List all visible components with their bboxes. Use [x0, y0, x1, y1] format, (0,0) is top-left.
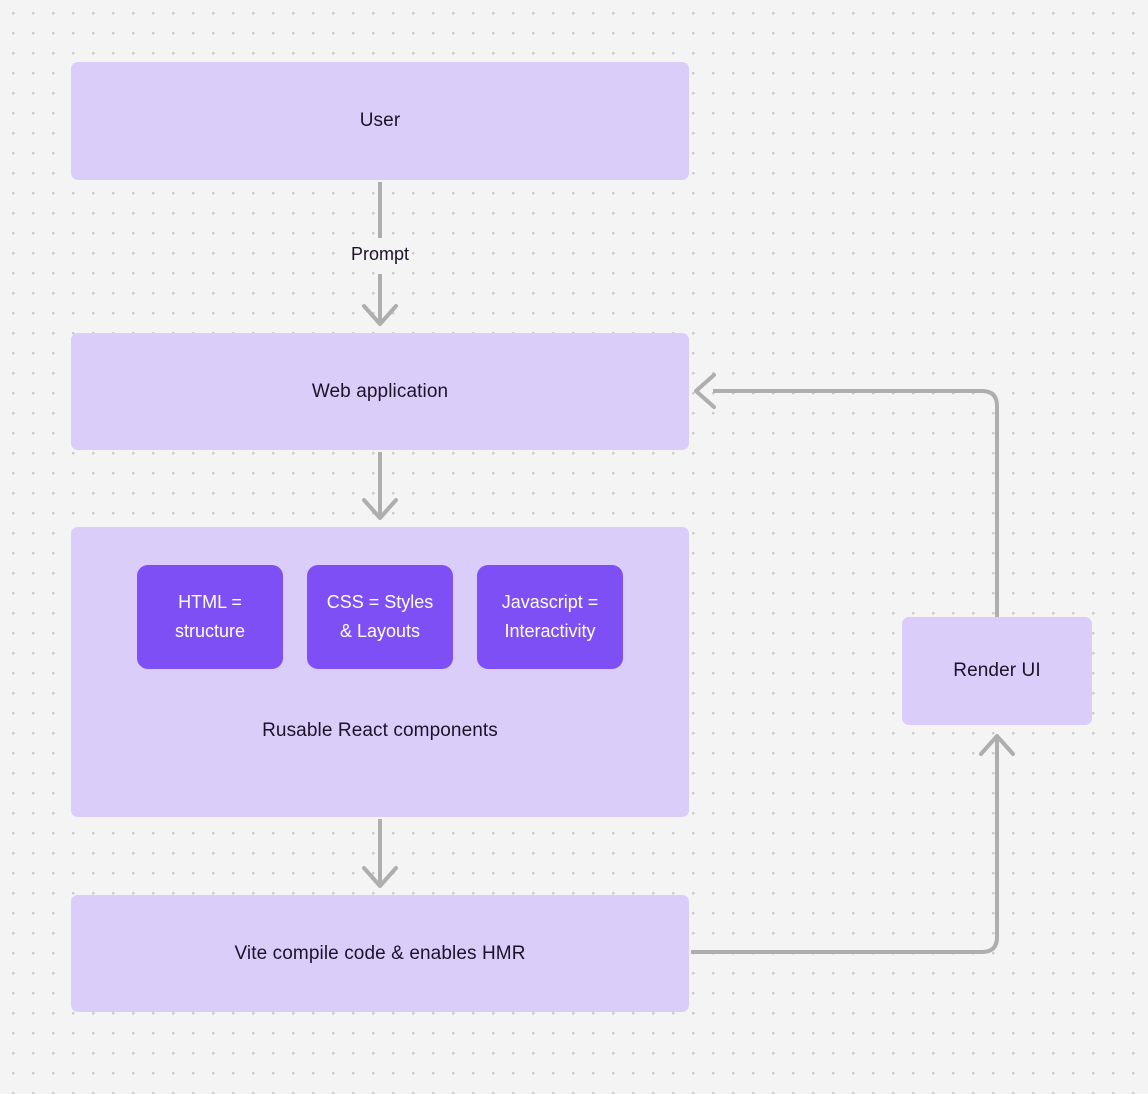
node-render-ui[interactable]: Render UI — [902, 617, 1092, 725]
arrowhead-vite-top — [362, 866, 398, 888]
node-web-application[interactable]: Web application — [71, 333, 689, 450]
edge-vite-to-render — [691, 738, 999, 954]
components-caption-label: Rusable React components — [262, 720, 498, 741]
chip-javascript[interactable]: Javascript = Interactivity — [477, 565, 623, 669]
chip-row: HTML = structure CSS = Styles & Layouts … — [71, 565, 689, 669]
chip-css-label: CSS = Styles & Layouts — [326, 592, 434, 641]
arrowhead-components-top — [362, 498, 398, 520]
node-components-group[interactable]: HTML = structure CSS = Styles & Layouts … — [71, 527, 689, 817]
arrowhead-webapp-right — [694, 373, 716, 409]
components-caption: Rusable React components — [71, 717, 689, 745]
chip-html[interactable]: HTML = structure — [137, 565, 283, 669]
node-web-application-label: Web application — [311, 380, 449, 402]
edge-label-prompt: Prompt — [350, 244, 410, 264]
chip-javascript-label: Javascript = Interactivity — [501, 592, 599, 641]
node-user-label: User — [359, 110, 401, 132]
node-user[interactable]: User — [71, 62, 689, 180]
node-render-ui-label: Render UI — [953, 660, 1041, 682]
chip-css[interactable]: CSS = Styles & Layouts — [307, 565, 453, 669]
arrowhead-render-bottom — [979, 734, 1015, 756]
node-vite[interactable]: Vite compile code & enables HMR — [71, 895, 689, 1012]
arrowhead-webapp-top — [362, 304, 398, 326]
node-vite-label: Vite compile code & enables HMR — [234, 942, 526, 964]
edge-render-to-webapp — [713, 389, 999, 617]
chip-html-label: HTML = structure — [174, 592, 246, 641]
